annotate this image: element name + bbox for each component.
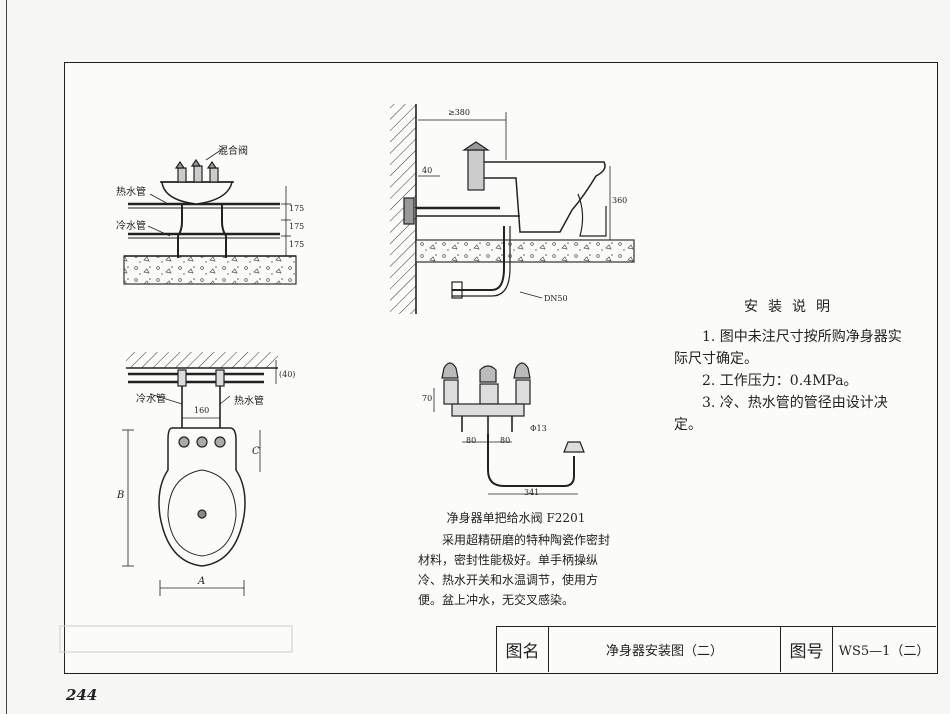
label-mixing-valve: 混合阀 bbox=[218, 146, 248, 157]
title-block-name-value: 净身器安装图（二） bbox=[549, 627, 781, 672]
page-number: 244 bbox=[66, 686, 98, 704]
plan-wall-hatch bbox=[126, 352, 278, 368]
dim-175-c: 175 bbox=[289, 240, 305, 249]
title-block-number-label: 图号 bbox=[781, 627, 833, 672]
valve-description: 净身器单把给水阀 F2201 采用超精研磨的特种陶瓷作密封材料，密封性能极好。单… bbox=[418, 508, 614, 610]
label-drain-dn50: DN50 bbox=[544, 294, 568, 303]
dim-valve-80-b: 80 bbox=[500, 436, 511, 445]
front-floor-slab bbox=[123, 255, 297, 285]
label-hot-pipe-front: 热水管 bbox=[116, 187, 146, 198]
title-block-name-label: 图名 bbox=[497, 627, 549, 672]
label-cold-pipe-plan: 冷水管 bbox=[136, 394, 166, 405]
side-drain-pipe bbox=[452, 226, 505, 291]
dim-side-380: ≥380 bbox=[448, 108, 470, 117]
dim-175-b: 175 bbox=[289, 222, 305, 231]
front-mixing-valve bbox=[174, 158, 219, 183]
valve-detail-view bbox=[433, 362, 585, 495]
side-bidet-body bbox=[479, 161, 606, 233]
faded-stamp bbox=[59, 625, 293, 653]
valve-body bbox=[451, 403, 525, 417]
label-hot-pipe-plan: 热水管 bbox=[234, 396, 264, 407]
dim-valve-70: 70 bbox=[422, 394, 433, 403]
plan-view bbox=[122, 352, 278, 596]
title-block: 图名 净身器安装图（二） 图号 WS5—1（二） bbox=[496, 626, 936, 672]
valve-handles bbox=[441, 362, 531, 383]
dim-plan-A: A bbox=[198, 576, 206, 587]
side-wall-valve bbox=[403, 197, 415, 225]
valve-description-text: 采用超精研磨的特种陶瓷作密封材料，密封性能极好。单手柄操纵冷、热水开关和水温调节… bbox=[418, 533, 611, 607]
dim-plan-C: C bbox=[252, 446, 260, 457]
dim-side-360: 360 bbox=[612, 196, 628, 205]
note-item-2: 2. 工作压力：0.4MPa。 bbox=[702, 373, 858, 389]
plan-bidet-outline bbox=[158, 427, 246, 567]
dim-valve-80-a: 80 bbox=[466, 436, 477, 445]
dim-plan-B: B bbox=[117, 490, 125, 501]
installation-notes: 安装说明 1. 图中未注尺寸按所购净身器实际尺寸确定。 2. 工作压力：0.4M… bbox=[674, 296, 910, 436]
dim-side-40: 40 bbox=[422, 166, 433, 175]
side-section-view bbox=[390, 104, 635, 314]
side-floor-slab bbox=[415, 239, 635, 263]
note-item-1: 1. 图中未注尺寸按所购净身器实际尺寸确定。 bbox=[674, 329, 902, 367]
dim-valve-phi13: Φ13 bbox=[530, 424, 547, 433]
dim-plan-40: (40) bbox=[279, 370, 296, 379]
valve-description-title: 净身器单把给水阀 F2201 bbox=[446, 511, 586, 525]
dim-175-a: 175 bbox=[289, 204, 305, 213]
dim-valve-341: 341 bbox=[524, 488, 540, 497]
dim-plan-160: 160 bbox=[194, 406, 210, 415]
valve-spray-hose bbox=[487, 434, 575, 487]
front-bidet-bowl bbox=[161, 181, 233, 205]
page-margin-line bbox=[6, 0, 7, 714]
title-block-number-value: WS5—1（二） bbox=[838, 644, 930, 659]
label-cold-pipe-front: 冷水管 bbox=[116, 221, 146, 232]
notes-title: 安装说明 bbox=[744, 299, 840, 315]
note-item-3: 3. 冷、热水管的管径由设计决定。 bbox=[674, 395, 888, 433]
front-elevation-view bbox=[123, 147, 297, 285]
